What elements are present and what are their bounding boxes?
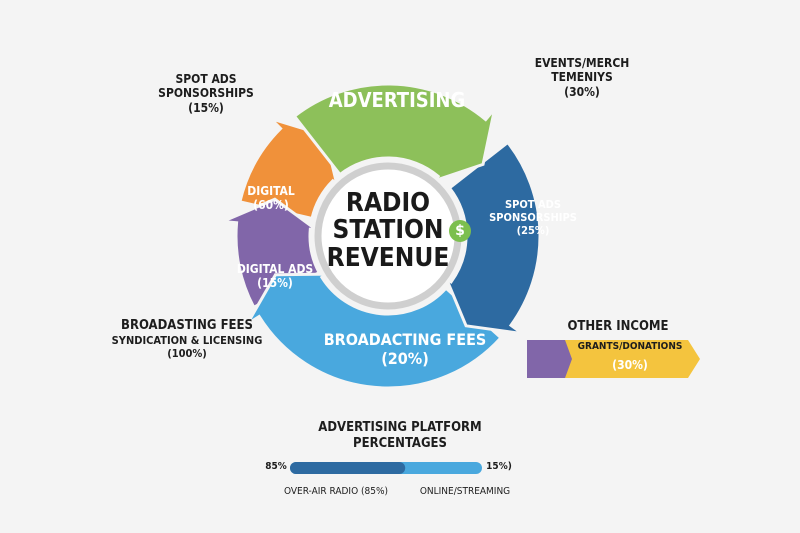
center-line-1: RADIO [345, 188, 431, 218]
callout-top-left: SPOT ADS SPONSORSHIPS (15%) [158, 72, 254, 115]
bar-right-value: 15%) [486, 461, 512, 472]
text: DIGITAL [247, 184, 295, 198]
segment-spot-ads-label: SPOT ADS SPONSORSHIPS (25%) [489, 198, 577, 238]
text: (15%) [257, 276, 293, 291]
segment-digital-ads-label: DIGITAL ADS (15%) [237, 262, 313, 291]
platform-title: ADVERTISING PLATFORM PERCENTAGES [318, 420, 481, 451]
over-air-label: OVER-AIR RADIO (85%) [283, 486, 389, 497]
text: (20%) [381, 349, 429, 369]
text: BROADACTING FEES [323, 330, 487, 349]
text: SPOT ADS [504, 198, 561, 211]
center-line-3: REVENUE [326, 242, 450, 273]
text: ADVERTISING PLATFORM [318, 420, 482, 435]
center-title: RADIO STATION REVENUE [326, 188, 450, 273]
text: SPONSORSHIPS [489, 211, 577, 225]
bar-left-value: 85% [265, 461, 287, 472]
text: SYNDICATION & LICENSING [111, 333, 263, 347]
text: (60%) [253, 198, 289, 213]
segment-advertising [292, 82, 497, 184]
text: SPOT ADS [175, 72, 237, 86]
text: (100%) [167, 346, 207, 360]
callout-top-right: EVENTS/MERCH TEMENIYS (30%) [535, 56, 630, 99]
dollar-icon: $ [449, 220, 471, 242]
other-income-yellow [565, 340, 700, 378]
text: SPONSORSHIPS [158, 86, 254, 101]
callout-bottom-left: BROADASTING FEES SYNDICATION & LICENSING… [112, 318, 263, 360]
center-line-2: STATION [332, 215, 444, 246]
text: EVENTS/MERCH [534, 56, 630, 70]
text: DIGITAL ADS [236, 262, 314, 276]
text: PERCENTAGES [353, 435, 447, 451]
other-income-purple [527, 340, 572, 378]
other-income-title: OTHER INCOME [567, 319, 669, 334]
segment-broadcasting-label: BROADACTING FEES (20%) [324, 330, 487, 368]
text: TEMENIYS [551, 70, 613, 85]
segment-broadcasting [245, 272, 504, 390]
segment-digital [238, 117, 340, 221]
segment-digital-label: DIGITAL (60%) [247, 184, 295, 213]
bar-over-air [290, 462, 406, 474]
online-label: ONLINE/STREAMING [419, 486, 511, 497]
other-income-pct: (30%) [612, 358, 648, 372]
other-income-label: GRANTS/DONATIONS [577, 341, 683, 352]
segment-advertising-label: ADVERTISING [328, 88, 466, 112]
text: (15%) [188, 100, 224, 115]
text: (30%) [564, 84, 600, 99]
text: BROADASTING FEES [121, 318, 253, 333]
text: (25%) [516, 224, 550, 238]
